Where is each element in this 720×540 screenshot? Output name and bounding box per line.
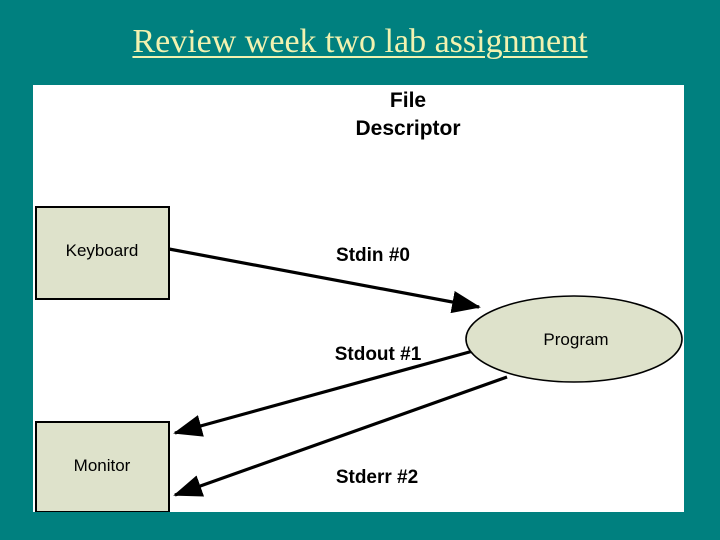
- keyboard-label: Keyboard: [66, 241, 139, 260]
- program-ellipse[interactable]: [465, 295, 683, 383]
- stream-label-stdin: Stdin #0: [336, 245, 410, 266]
- monitor-box[interactable]: [35, 421, 170, 512]
- diagram-heading-line-1: File: [390, 89, 426, 112]
- keyboard-box[interactable]: [35, 206, 170, 300]
- node-monitor[interactable]: Monitor: [35, 421, 170, 512]
- program-label: Program: [543, 330, 608, 349]
- file-descriptor-diagram: File Descriptor Keyboard Monitor Progra: [35, 89, 683, 512]
- connector-stderr: [173, 375, 508, 497]
- page-title: Review week two lab assignment: [132, 23, 588, 60]
- node-keyboard[interactable]: Keyboard: [35, 206, 170, 300]
- diagram-panel: File Descriptor Keyboard Monitor Progra: [33, 85, 684, 512]
- node-program[interactable]: Program: [465, 295, 683, 383]
- monitor-label: Monitor: [74, 456, 131, 475]
- diagram-heading-line-2: Descriptor: [355, 117, 460, 140]
- connector-stdin: [168, 247, 481, 314]
- stream-label-stderr: Stderr #2: [336, 467, 418, 488]
- connector-stdout: [173, 349, 474, 437]
- stream-label-stdout: Stdout #1: [335, 344, 422, 365]
